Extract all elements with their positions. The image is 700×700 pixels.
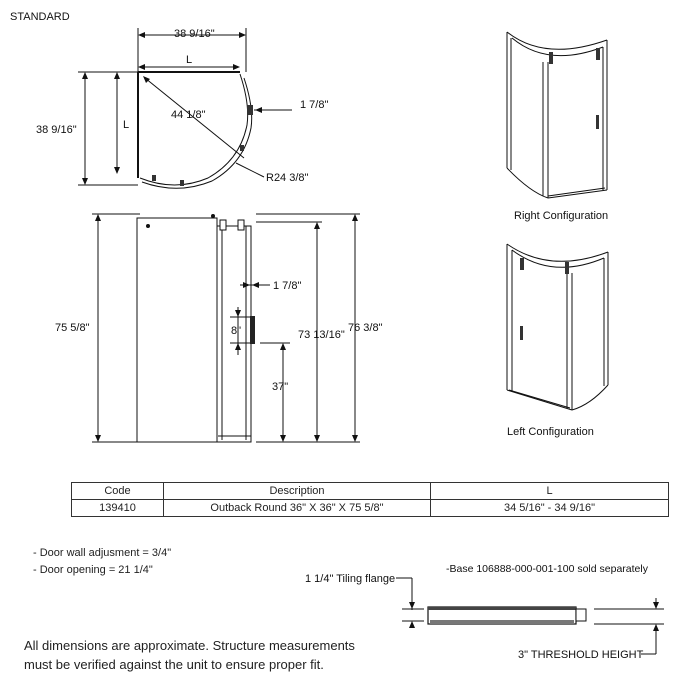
spec-table-header: Code Description L	[71, 482, 669, 500]
top-radius: R24 3/8"	[266, 172, 309, 184]
note-door-opening: - Door opening = 21 1/4"	[33, 564, 153, 576]
front-handle-height: 8"	[231, 325, 241, 337]
base-section-drawing: 1 1/4" Tiling flange -Base 106888-000-00…	[305, 563, 664, 661]
base-note: -Base 106888-000-001-100 sold separately	[446, 563, 649, 575]
notes-list: - Door wall adjusment = 3/4" - Door open…	[33, 545, 171, 579]
front-view-elevation: 75 5/8" 1 7/8" 8" 37"	[55, 213, 383, 443]
header-length: L	[430, 482, 669, 500]
header-description: Description	[163, 482, 431, 500]
front-door-height: 73 13/16"	[298, 329, 345, 341]
threshold-label: 3" THRESHOLD HEIGHT	[518, 649, 644, 661]
top-overall-depth: 38 9/16"	[36, 124, 77, 136]
front-total-height: 76 3/8"	[348, 322, 383, 334]
cell-description: Outback Round 36" X 36" X 75 5/8"	[163, 499, 431, 517]
cell-code: 139410	[71, 499, 164, 517]
header-code: Code	[71, 482, 164, 500]
top-length-h: L	[186, 54, 192, 66]
right-configuration-drawing: Right Configuration	[506, 31, 608, 222]
top-view-plan: 38 9/16" L 38 9/16" L 44 1/8" 1 7/8"	[36, 28, 328, 189]
cell-length: 34 5/16" - 34 9/16"	[430, 499, 669, 517]
standard-heading: STANDARD	[10, 11, 70, 23]
note-wall-adjustment: - Door wall adjusment = 3/4"	[33, 547, 172, 559]
top-length-v: L	[123, 119, 129, 131]
top-overall-width: 38 9/16"	[174, 28, 215, 40]
top-wall-gap: 1 7/8"	[300, 99, 328, 111]
disclaimer: All dimensions are approximate. Structur…	[24, 636, 355, 674]
front-wall-gap: 1 7/8"	[273, 280, 301, 292]
disclaimer-line-1: All dimensions are approximate. Structur…	[24, 638, 355, 653]
right-configuration-label: Right Configuration	[514, 210, 608, 222]
table-row: 139410 Outback Round 36" X 36" X 75 5/8"…	[71, 499, 669, 517]
left-configuration-drawing: Left Configuration	[506, 243, 609, 438]
left-configuration-label: Left Configuration	[507, 426, 594, 438]
tiling-flange-label: 1 1/4" Tiling flange	[305, 573, 395, 585]
front-handle-position: 37"	[272, 381, 288, 393]
top-diagonal: 44 1/8"	[171, 109, 206, 121]
front-overall-height: 75 5/8"	[55, 322, 90, 334]
disclaimer-line-2: must be verified against the unit to ens…	[24, 657, 324, 672]
spec-table: Code Description L 139410 Outback Round …	[71, 482, 669, 517]
